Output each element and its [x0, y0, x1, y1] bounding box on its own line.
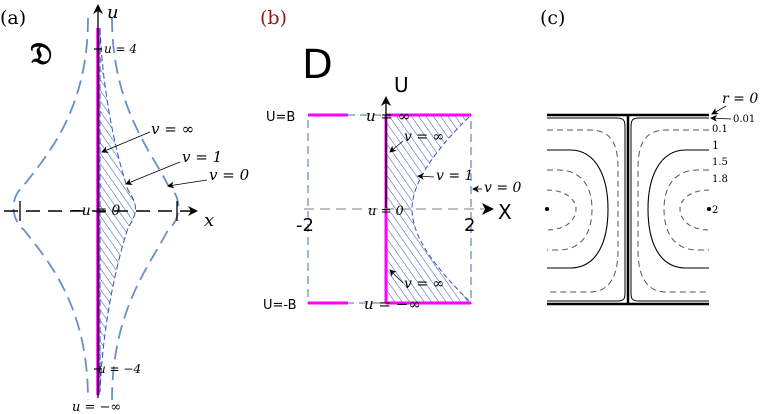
panel-a-v-inf-label: v = ∞	[151, 120, 194, 138]
panel-c-left-contours	[546, 117, 626, 302]
panel-b-v-one-label: v = 1	[436, 168, 473, 184]
panel-a-domain-symbol: 𝔇	[30, 37, 52, 72]
panel-c-contour-leader-0	[710, 114, 732, 122]
panel-b-X-axis-arrow	[482, 203, 494, 215]
panel-b-u-inf-top-label: u = ∞	[366, 107, 410, 125]
contour-left-001	[547, 117, 626, 302]
panel-c-r-top-leader	[711, 105, 727, 115]
panel-a-v-inf-leader	[101, 131, 151, 153]
panel-b-v-zero-label: v = 0	[484, 180, 522, 196]
panel-a-v0-left-curve	[12, 17, 89, 401]
panel-a-v0-right-curve	[111, 17, 180, 401]
panel-c: (c) r = 0 0.01 0.1	[540, 7, 758, 306]
panel-a-x-axis-arrow	[188, 206, 198, 216]
panel-b-u-inf-bottom-label: u = −∞	[364, 295, 421, 313]
panel-b-v-inf-bottom-leader	[389, 269, 404, 284]
panel-a-v0-curves	[12, 17, 180, 401]
panel-c-center-dot-right	[707, 207, 711, 211]
panel-a-x-axis-label: x	[204, 210, 214, 231]
contour-right-15	[663, 169, 709, 251]
panel-c-right-contours	[630, 117, 710, 302]
panel-a-v-one-leader	[125, 161, 181, 185]
panel-c-center-dot-left	[545, 207, 549, 211]
contour-left-18	[546, 189, 577, 231]
contour-left-01	[547, 129, 619, 293]
panel-c-contour-label-0: 0.01	[733, 114, 755, 125]
panel-b-domain-symbol: D	[302, 42, 333, 88]
panel-b-X-axis-label: X	[498, 200, 512, 224]
panel-a-label: (a)	[0, 7, 26, 29]
contour-left-1	[547, 149, 609, 269]
panel-b-v-one-leader	[417, 172, 435, 180]
panel-b-label: (b)	[260, 7, 287, 29]
panel-a-hatched-region	[99, 27, 136, 393]
panel-b-v-inf-top-leader	[389, 140, 404, 153]
panel-a-u-bottom-inf-label: u = −∞	[72, 400, 121, 414]
panel-a-u-bottom-tick-label: u = −4	[98, 362, 141, 376]
panel-a-u-top-tick-label: u = 4	[104, 42, 137, 56]
panel-b-U-axis-label: U	[394, 73, 409, 97]
contour-right-001	[630, 117, 709, 302]
panel-c-r-top-label: r = 0	[722, 91, 758, 107]
panel-a-v-zero-leader	[167, 179, 208, 189]
panel-b: (b) D U X -2 2 U=B U=-B u = ∞ u = −∞ u =…	[260, 7, 522, 313]
contour-right-1	[647, 149, 709, 269]
panel-c-frame	[547, 113, 709, 306]
contour-left-15	[547, 169, 593, 251]
panel-b-tick-right: 2	[464, 215, 475, 236]
panel-b-hatched-region	[385, 114, 473, 304]
panel-c-contour-label-1: 0.1	[712, 124, 728, 135]
panel-a-u-axis-label: u	[107, 2, 119, 23]
contour-right-01	[637, 129, 709, 293]
panel-b-tick-left: -2	[296, 215, 314, 236]
panel-b-v-inf-top-label: v = ∞	[404, 129, 444, 145]
panel-a-v-zero-label: v = 0	[209, 166, 250, 184]
panel-b-v-inf-bottom-label: v = ∞	[404, 276, 444, 292]
panel-a: (a) 𝔇 u x u = 4 u = −4 u = −∞ −u = 0 v =…	[0, 2, 250, 414]
panel-c-contour-label-2: 1	[712, 139, 719, 152]
panel-a-v-one-label: v = 1	[182, 148, 222, 166]
panel-c-contour-label-5: 2	[712, 205, 718, 216]
panel-c-contour-label-4: 1.8	[712, 174, 728, 185]
panel-b-U-bottom-label: U=-B	[263, 298, 297, 313]
contour-right-18	[679, 189, 710, 231]
panel-a-u-zero-label: −u = 0	[70, 203, 120, 219]
panel-b-U-top-label: U=B	[266, 110, 295, 125]
panel-b-u-zero-label: u = 0	[368, 204, 404, 219]
panel-c-contour-label-3: 1.5	[712, 157, 728, 168]
panel-c-label: (c)	[540, 7, 565, 29]
